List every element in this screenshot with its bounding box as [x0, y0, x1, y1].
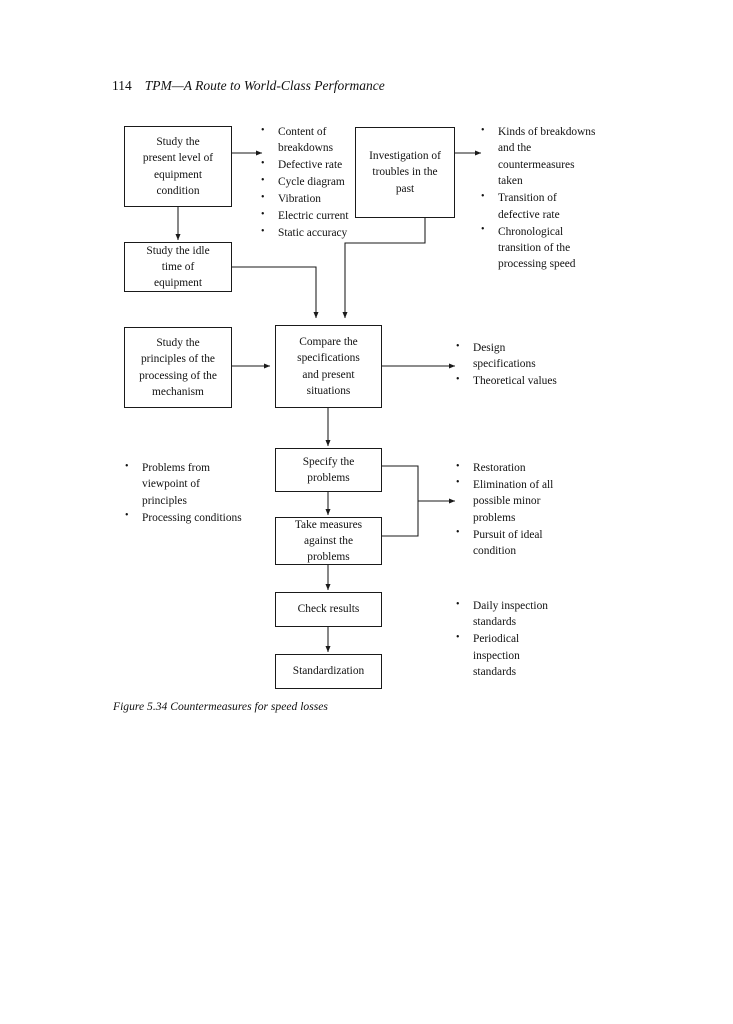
node-take-measures-label: Take measures against the problems	[294, 518, 363, 564]
list-item: Cycle diagram	[260, 174, 380, 190]
node-study-idle-time-label: Study the idle time of equipment	[146, 244, 210, 290]
list-item: Problems from viewpoint of principles	[124, 459, 274, 509]
list-item: Static accuracy	[260, 225, 380, 241]
list-item: Periodical inspection standards	[455, 631, 595, 680]
list-item: Processing conditions	[124, 509, 274, 526]
bullets-inspection-items: Daily inspection standards Periodical in…	[455, 598, 595, 681]
node-study-present-level[interactable]: Study the present level of equipment con…	[124, 126, 232, 207]
node-compare-specifications[interactable]: Compare the specifications and present s…	[275, 325, 382, 408]
node-check-results[interactable]: Check results	[275, 592, 382, 627]
list-item: Chronological transition of the processi…	[480, 223, 620, 273]
figure-caption: Figure 5.34 Countermeasures for speed lo…	[113, 700, 328, 713]
bullets-past-trouble-items: Kinds of breakdowns and the countermeasu…	[480, 124, 620, 273]
list-item: Content of breakdowns	[260, 124, 380, 157]
node-specify-problems[interactable]: Specify the problems	[275, 448, 382, 492]
list-item: Electric current	[260, 208, 380, 224]
node-investigation-past-label: Investigation of troubles in the past	[369, 150, 441, 195]
list-item: Elimination of all possible minor proble…	[455, 476, 595, 526]
node-study-idle-time[interactable]: Study the idle time of equipment	[124, 242, 232, 292]
list-item: Design specifications	[455, 340, 595, 373]
bullets-restoration-items: Restoration Elimination of all possible …	[455, 459, 595, 560]
list-item: Transition of defective rate	[480, 190, 620, 223]
node-study-principles-label: Study the principles of the processing o…	[139, 337, 217, 398]
node-standardization-label: Standardization	[292, 665, 365, 678]
node-specify-problems-label: Specify the problems	[302, 455, 355, 484]
list-item: Vibration	[260, 191, 380, 207]
list-item: Theoretical values	[455, 373, 595, 389]
list-item: Pursuit of ideal condition	[455, 526, 595, 560]
bullets-design-items: Design specifications Theoretical values	[455, 340, 595, 390]
node-study-present-level-label: Study the present level of equipment con…	[142, 136, 214, 197]
node-check-results-label: Check results	[297, 603, 360, 616]
page-number: 114	[112, 78, 132, 93]
node-compare-specifications-label: Compare the specifications and present s…	[297, 336, 360, 397]
running-head: 114 TPM—A Route to World-Class Performanc…	[112, 78, 385, 94]
node-standardization[interactable]: Standardization	[275, 654, 382, 689]
list-item: Daily inspection standards	[455, 598, 595, 631]
list-item: Kinds of breakdowns and the countermeasu…	[480, 124, 620, 190]
list-item: Defective rate	[260, 157, 380, 173]
running-title: TPM—A Route to World-Class Performance	[144, 78, 385, 93]
node-study-principles[interactable]: Study the principles of the processing o…	[124, 327, 232, 408]
bullets-breakdown-items: Content of breakdowns Defective rate Cyc…	[260, 124, 380, 242]
list-item: Restoration	[455, 459, 595, 476]
node-take-measures[interactable]: Take measures against the problems	[275, 517, 382, 565]
bullets-principle-problem-items: Problems from viewpoint of principles Pr…	[124, 459, 274, 527]
